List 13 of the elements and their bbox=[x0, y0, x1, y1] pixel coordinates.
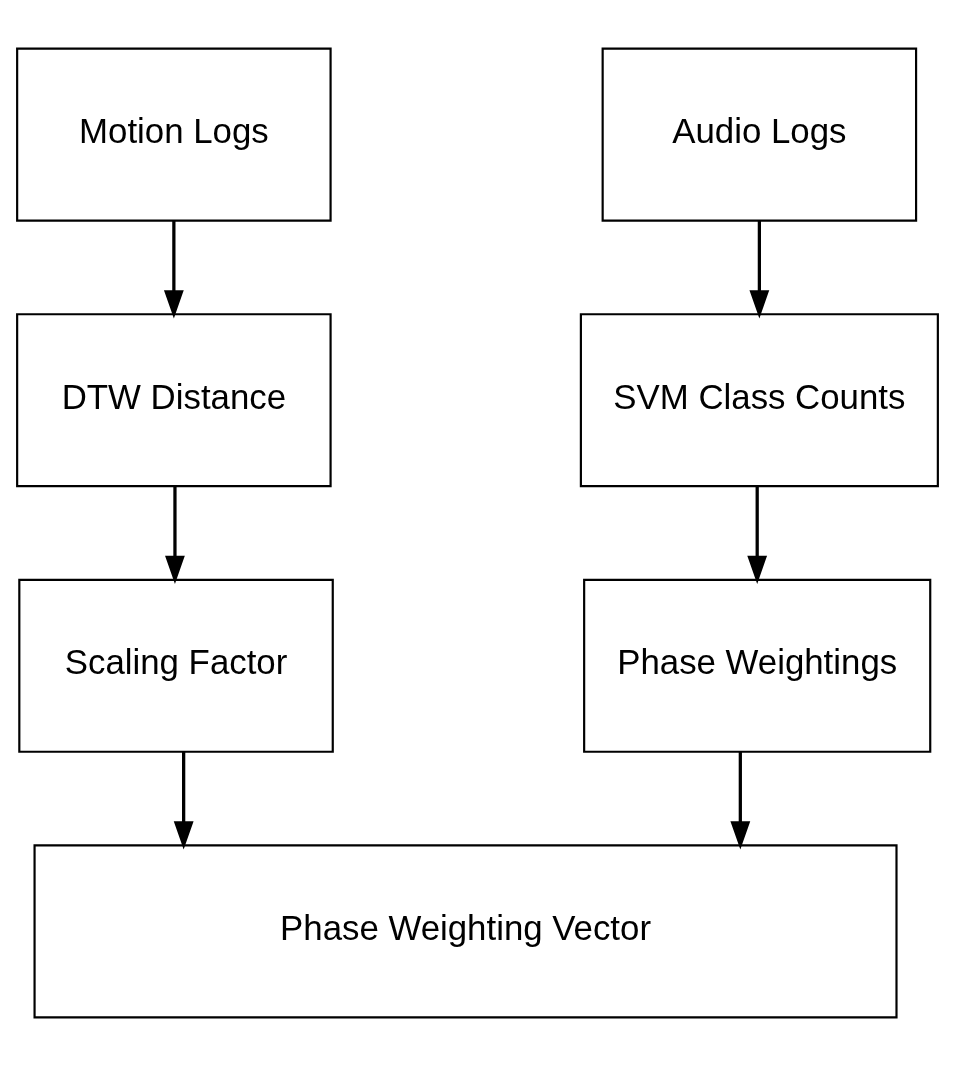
arrow bbox=[163, 220, 184, 319]
node-box: Phase Weightings bbox=[583, 578, 932, 753]
node-box: DTW Distance bbox=[16, 313, 332, 488]
arrow bbox=[165, 486, 185, 584]
arrow bbox=[173, 752, 194, 850]
node-box: Phase Weighting Vector bbox=[33, 844, 898, 1019]
arrow bbox=[747, 486, 768, 584]
node-box: Motion Logs bbox=[16, 47, 332, 222]
arrow bbox=[730, 752, 751, 850]
node-box: Audio Logs bbox=[601, 47, 918, 222]
node-box: Scaling Factor bbox=[18, 578, 334, 753]
node-box: SVM Class Counts bbox=[579, 313, 939, 488]
arrow bbox=[749, 220, 770, 319]
